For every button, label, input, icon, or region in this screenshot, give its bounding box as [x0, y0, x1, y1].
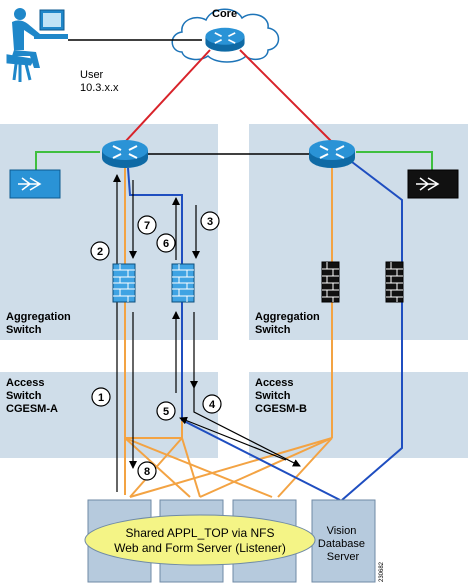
step-4: 4	[202, 394, 222, 414]
step-7: 7	[137, 215, 157, 235]
figure-id: 230682	[379, 561, 385, 582]
green-link-right	[356, 151, 433, 170]
step-8: 8	[137, 461, 157, 481]
svg-text:2: 2	[97, 246, 103, 258]
step-6: 6	[156, 233, 176, 253]
step-3: 3	[200, 211, 220, 231]
access-label-right: Access Switch CGESM-B	[255, 377, 307, 415]
shared-oval-line-2: Web and Form Server (Listener)	[114, 541, 286, 555]
core-label: Core	[212, 8, 237, 20]
user-icon	[6, 8, 68, 82]
db-server	[311, 499, 376, 583]
shared-oval-line-1: Shared APPL_TOP via NFS	[126, 526, 275, 540]
access-zone-right	[249, 372, 468, 458]
firewall-left-1	[112, 263, 136, 303]
green-link-left	[35, 151, 100, 170]
svg-text:6: 6	[163, 238, 169, 250]
svg-text:8: 8	[144, 466, 150, 478]
svg-text:3: 3	[207, 216, 213, 228]
svg-text:5: 5	[163, 406, 169, 418]
flow-arrows	[113, 174, 301, 492]
firewall-left-2	[171, 263, 195, 303]
access-label-left: Access Switch CGESM-A	[6, 377, 58, 415]
aggregation-label-left: Aggregation Switch	[6, 311, 74, 336]
aggregation-router-right	[308, 139, 356, 169]
step-1: 1	[91, 387, 111, 407]
core-router	[204, 26, 246, 53]
db-server-label: Vision Database Server	[318, 525, 368, 563]
core-link-right	[239, 49, 333, 143]
svg-text:1: 1	[98, 392, 104, 404]
blue-path-right	[341, 161, 403, 501]
svg-text:7: 7	[144, 220, 150, 232]
aggregation-zone-right	[249, 124, 468, 340]
step-2: 2	[90, 241, 110, 261]
aggregation-label-right: Aggregation Switch	[255, 311, 323, 336]
step-5: 5	[156, 401, 176, 421]
aggregation-router-left	[101, 139, 149, 169]
blue-path-left	[127, 167, 341, 501]
orange-paths-right	[129, 168, 333, 498]
shared-appl-top-oval	[84, 514, 316, 566]
user-ip: 10.3.x.x	[80, 82, 119, 94]
service-module-right	[407, 169, 459, 199]
svg-text:4: 4	[209, 399, 216, 411]
core-link-left	[124, 49, 211, 143]
firewall-right-1	[321, 261, 340, 303]
service-module-left	[9, 169, 61, 199]
firewall-right-2	[385, 261, 404, 303]
user-label: User	[80, 69, 104, 81]
